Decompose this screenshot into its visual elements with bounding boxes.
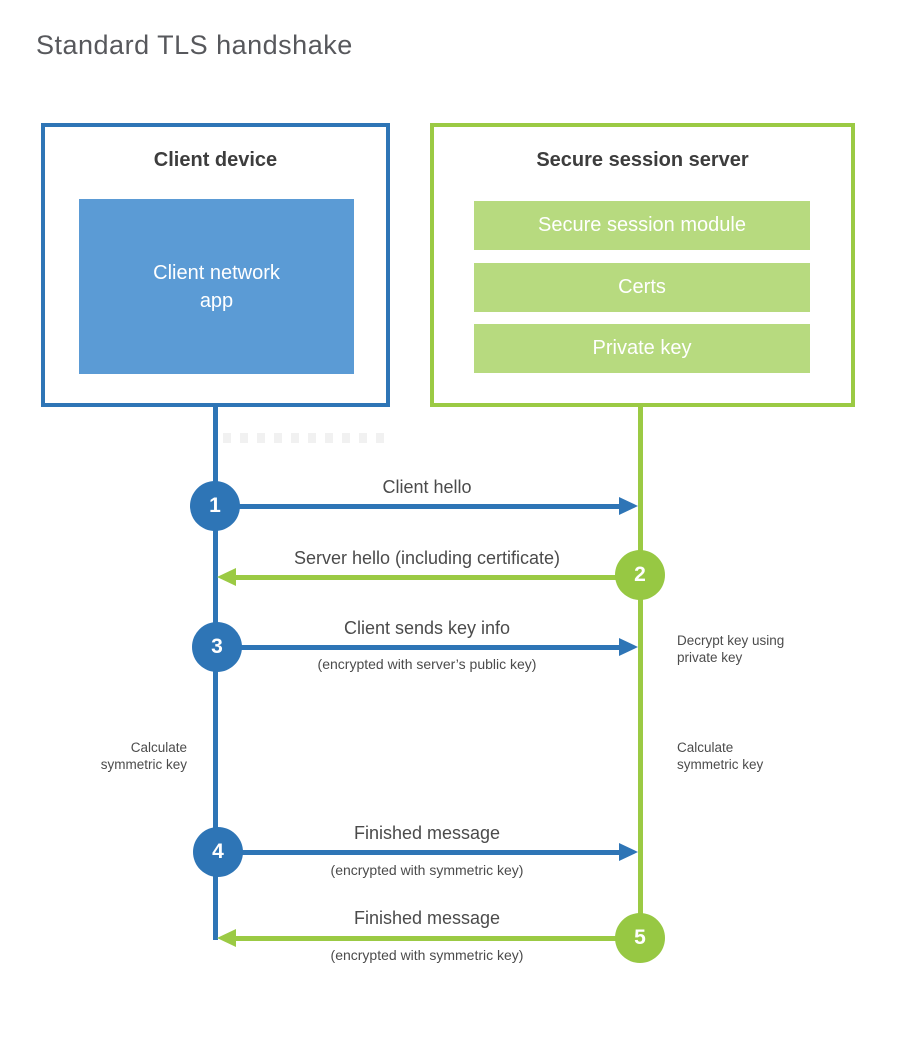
step3-label: Client sends key info [343,618,511,638]
step4-arrow-shaft [215,850,619,855]
client-app-label-line1: Client network [153,261,280,284]
page-title: Standard TLS handshake [36,30,353,60]
step4-label: Finished message [353,823,501,843]
annotation-calc-symmetric-left: Calculate symmetric key [40,739,187,773]
step5-arrow-shaft [236,936,640,941]
client-device-title: Client device [153,149,278,171]
client-app-label-line2: app [199,289,234,312]
annotation-calc-right-line2: symmetric key [677,757,764,772]
client-network-app-block: Client network app [79,199,354,374]
annotation-calc-right-line1: Calculate [677,740,734,755]
step1-circle: 1 [190,481,240,531]
step1-arrow-shaft [215,504,619,509]
step5-sublabel: (encrypted with symmetric key) [330,947,524,963]
step3-sublabel: (encrypted with server’s public key) [317,656,537,672]
annotation-decrypt-key: Decrypt key using private key [677,632,837,666]
step5-label: Finished message [353,908,501,928]
step5-circle: 5 [615,913,665,963]
annotation-calc-left-line1: Calculate [130,740,187,755]
step4-circle: 4 [193,827,243,877]
server-module-private-key: Private key [474,324,810,373]
server-box-title: Secure session server [536,149,749,171]
step4-sublabel: (encrypted with symmetric key) [330,862,524,878]
server-lifeline [638,405,643,940]
step2-arrow-shaft [236,575,640,580]
step2-arrowhead-left-icon [217,568,236,586]
annotation-decrypt-line1: Decrypt key using [677,633,785,648]
annotation-calc-symmetric-right: Calculate symmetric key [677,739,837,773]
faint-dashed-artifact [223,433,391,443]
server-module-secure-session: Secure session module [474,201,810,250]
step3-circle: 3 [192,622,242,672]
annotation-calc-left-line2: symmetric key [100,757,187,772]
step2-label: Server hello (including certificate) [293,548,561,568]
step2-circle: 2 [615,550,665,600]
step3-arrowhead-right-icon [619,638,638,656]
step5-arrowhead-left-icon [217,929,236,947]
step3-arrow-shaft [215,645,619,650]
step1-label: Client hello [382,477,472,497]
step1-arrowhead-right-icon [619,497,638,515]
server-module-certs: Certs [474,263,810,312]
annotation-decrypt-line2: private key [677,650,743,665]
step4-arrowhead-right-icon [619,843,638,861]
client-lifeline [213,405,218,940]
